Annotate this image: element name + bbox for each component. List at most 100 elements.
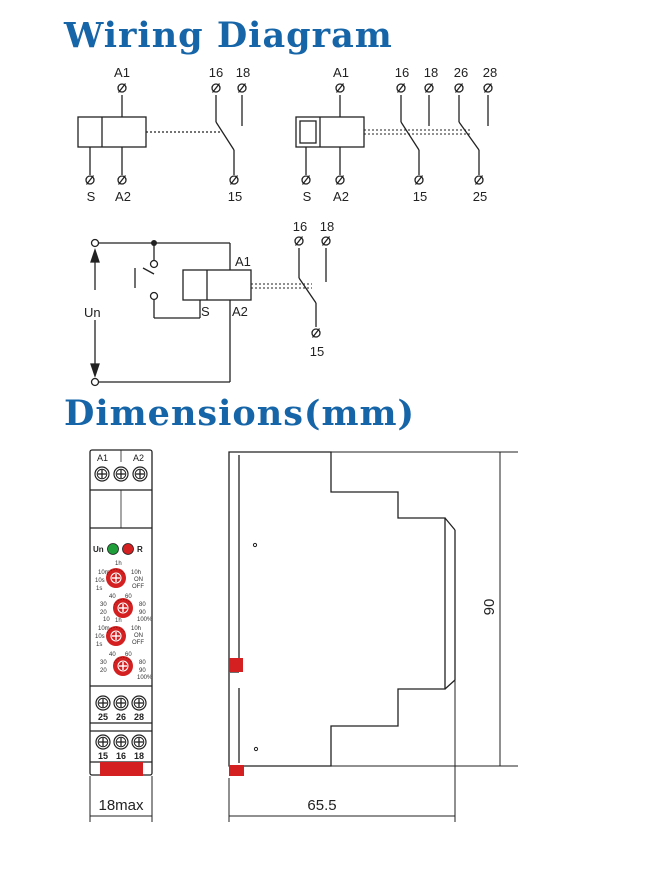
label-a1: A1 bbox=[235, 254, 251, 269]
front-label-a1: A1 bbox=[97, 453, 108, 463]
dial-scale-label: 90 bbox=[139, 668, 146, 674]
dial-scale-label: 40 bbox=[109, 652, 116, 658]
hole bbox=[252, 542, 258, 548]
dial-scale-label: 60 bbox=[125, 594, 132, 600]
wiring-diagram-3 bbox=[90, 242, 327, 383]
relay-coil bbox=[295, 116, 365, 148]
dial-scale-label: 1s bbox=[96, 642, 102, 648]
power-led-icon bbox=[107, 543, 119, 555]
front-label-18: 18 bbox=[134, 751, 144, 761]
label-28: 28 bbox=[483, 65, 497, 80]
dial-scale-label: 1s bbox=[96, 586, 102, 592]
dial-scale-label: 100% bbox=[137, 675, 153, 681]
dimensions-heading: Dimensions(mm) bbox=[64, 393, 416, 434]
label-18: 18 bbox=[424, 65, 438, 80]
changeover-contact-1 bbox=[400, 121, 420, 175]
terminal-screw bbox=[131, 734, 147, 750]
label-s: S bbox=[201, 304, 210, 319]
relay-coil bbox=[182, 269, 252, 301]
terminal-screw bbox=[132, 466, 148, 482]
dial-scale-label: 1h bbox=[115, 618, 122, 624]
dial-scale-label: 10m bbox=[98, 626, 110, 632]
dial-scale-label: 80 bbox=[139, 602, 146, 608]
label-15: 15 bbox=[413, 189, 427, 204]
time-fine-knob[interactable] bbox=[112, 597, 134, 619]
terminal-a1 bbox=[117, 82, 127, 94]
label-15: 15 bbox=[310, 344, 324, 359]
dial-scale-label: ON bbox=[134, 577, 143, 583]
terminal-a1 bbox=[335, 82, 345, 94]
terminal-15 bbox=[311, 327, 321, 339]
label-16: 16 bbox=[395, 65, 409, 80]
terminal-16 bbox=[294, 235, 304, 247]
supply-label-un: Un bbox=[84, 305, 101, 320]
relay-led-icon bbox=[122, 543, 134, 555]
time-range-knob-2[interactable] bbox=[105, 625, 127, 647]
terminal-screw bbox=[95, 695, 111, 711]
dial-group-1: 10m 10s 1s 1h 10h ON OFF 40 60 30 20 10 … bbox=[95, 561, 153, 623]
dial-group-2: 10m 10s 1s 1h 10h ON OFF 40 60 30 20 80 … bbox=[95, 618, 153, 681]
label-a2: A2 bbox=[232, 304, 248, 319]
dial-scale-label: 10h bbox=[131, 570, 141, 576]
label-26: 26 bbox=[454, 65, 468, 80]
led-label-r: R bbox=[137, 545, 143, 554]
dial-scale-label: 10m bbox=[98, 570, 110, 576]
changeover-contact bbox=[215, 121, 235, 174]
dial-scale-label: 90 bbox=[139, 610, 146, 616]
dial-scale-label: 30 bbox=[100, 660, 107, 666]
front-label-a2: A2 bbox=[133, 453, 144, 463]
label-s: S bbox=[87, 189, 96, 204]
dial-scale-label: 10s bbox=[95, 634, 105, 640]
height-label: 90 bbox=[481, 599, 498, 616]
label-s: S bbox=[303, 189, 312, 204]
front-label-25: 25 bbox=[98, 712, 108, 722]
din-latch bbox=[229, 658, 243, 672]
terminal-25 bbox=[474, 174, 484, 186]
dial-scale-label: 30 bbox=[100, 602, 107, 608]
terminal-s bbox=[301, 174, 311, 186]
terminal-screw bbox=[95, 734, 111, 750]
terminal-a2 bbox=[117, 174, 127, 186]
wiring-diagram-1 bbox=[77, 95, 243, 175]
led-panel: Un R bbox=[93, 543, 143, 555]
height-dimension bbox=[331, 451, 518, 767]
terminal-16 bbox=[211, 82, 221, 94]
dial-scale-label: 10 bbox=[103, 617, 110, 623]
label-a1: A1 bbox=[114, 65, 130, 80]
label-16: 16 bbox=[209, 65, 223, 80]
front-label-15: 15 bbox=[98, 751, 108, 761]
terminal-screw bbox=[94, 466, 110, 482]
terminal-18 bbox=[321, 235, 331, 247]
terminal-18 bbox=[237, 82, 247, 94]
changeover-contact-2 bbox=[458, 121, 480, 175]
label-18: 18 bbox=[320, 219, 334, 234]
terminal-screw bbox=[113, 734, 129, 750]
supply-terminal-bottom bbox=[90, 377, 100, 387]
terminal-screw bbox=[131, 695, 147, 711]
junction-dot bbox=[151, 240, 157, 246]
dial-scale-label: OFF bbox=[132, 640, 144, 646]
dial-scale-label: ON bbox=[134, 633, 143, 639]
dial-scale-label: 40 bbox=[109, 594, 116, 600]
din-latch bbox=[229, 765, 244, 776]
led-label-un: Un bbox=[93, 545, 104, 554]
time-range-knob[interactable] bbox=[105, 567, 127, 589]
label-18: 18 bbox=[236, 65, 250, 80]
width-dimension bbox=[89, 776, 153, 822]
terminal-18 bbox=[424, 82, 434, 94]
din-clip bbox=[100, 762, 143, 776]
side-view bbox=[228, 451, 456, 767]
hole bbox=[253, 746, 259, 752]
control-switch bbox=[134, 243, 201, 319]
changeover-contact bbox=[298, 277, 317, 327]
wiring-diagram-heading: Wiring Diagram bbox=[64, 15, 393, 56]
terminal-screw bbox=[113, 466, 129, 482]
terminal-screw bbox=[113, 695, 129, 711]
dial-scale-label: 20 bbox=[100, 610, 107, 616]
supply-terminal-top bbox=[90, 238, 100, 248]
coupling-dotted-line bbox=[364, 129, 470, 135]
switch-terminal-bottom bbox=[149, 291, 159, 301]
time-fine-knob-2[interactable] bbox=[112, 655, 134, 677]
dial-scale-label: 10s bbox=[95, 578, 105, 584]
